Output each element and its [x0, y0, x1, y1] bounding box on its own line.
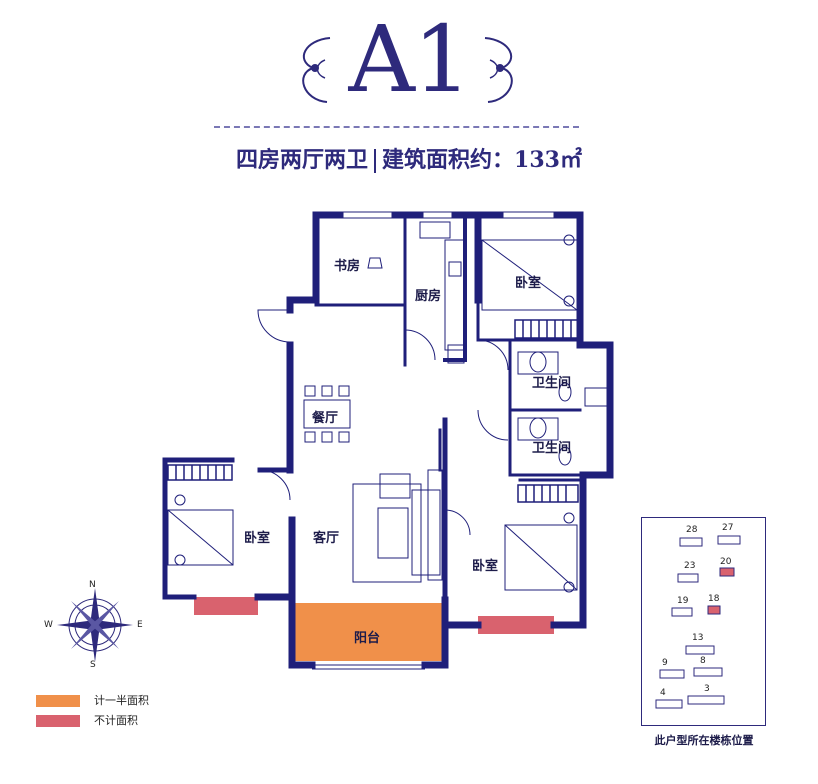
bay-window-strip-se [478, 616, 554, 634]
building-19: 19 [677, 596, 689, 606]
building-18: 18 [708, 594, 720, 604]
building-9: 9 [662, 658, 668, 668]
subtitle-separator [374, 149, 377, 173]
room-bath-1: 卫生间 [532, 376, 572, 391]
room-kitchen: 厨房 [415, 289, 442, 304]
location-map: 28 27 23 20 19 18 13 9 8 4 3 [641, 517, 766, 726]
room-living: 客厅 [313, 531, 340, 546]
building-13: 13 [692, 633, 704, 643]
legend-label-excluded: 不计面积 [94, 714, 138, 727]
plan-subtitle: 四房两厅两卫建筑面积约：133㎡ [0, 142, 818, 174]
balcony-area [295, 603, 443, 661]
legend-swatch-red [36, 715, 80, 727]
legend-not-counted: 不计面积 [36, 712, 138, 728]
room-bedroom-se: 卧室 [472, 559, 499, 574]
room-bedroom-ne: 卧室 [515, 276, 542, 291]
legend-label-half: 计一半面积 [94, 694, 149, 707]
compass-icon [57, 588, 133, 662]
site-plan [655, 535, 741, 709]
area-text: 建筑面积约：133㎡ [382, 147, 582, 173]
title-divider [214, 126, 579, 128]
compass-s: S [90, 660, 96, 670]
location-caption: 此户型所在楼栋位置 [654, 734, 754, 747]
room-bath-2: 卫生间 [532, 441, 572, 456]
room-balcony: 阳台 [354, 631, 381, 646]
compass-w: W [44, 620, 53, 630]
room-dining: 餐厅 [312, 411, 339, 426]
compass-n: N [89, 580, 96, 590]
building-3: 3 [704, 684, 710, 694]
left-ornament [302, 37, 331, 103]
compass-e: E [137, 620, 143, 630]
legend-half-area: 计一半面积 [36, 692, 149, 708]
room-bedroom-w: 卧室 [244, 531, 271, 546]
room-study: 书房 [334, 259, 361, 274]
building-4: 4 [660, 688, 666, 698]
building-20: 20 [720, 557, 732, 567]
building-27: 27 [722, 523, 734, 533]
building-28: 28 [686, 525, 698, 535]
legend-swatch-orange [36, 695, 80, 707]
plan-title: A1 [348, 6, 472, 113]
building-23: 23 [684, 561, 696, 571]
right-ornament [484, 37, 513, 103]
building-8: 8 [700, 656, 706, 666]
bay-window-strip-w [194, 597, 258, 615]
layout-text: 四房两厅两卫 [236, 147, 369, 173]
